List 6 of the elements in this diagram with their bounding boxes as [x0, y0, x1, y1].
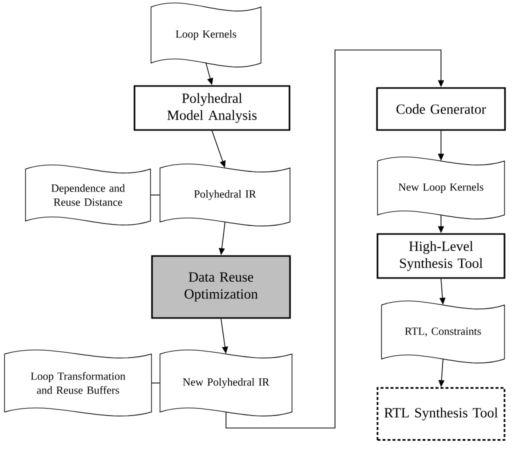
process-box: Code Generator: [376, 87, 506, 131]
process-box: Polyhedral Model Analysis: [134, 85, 290, 131]
arrow: [226, 50, 444, 428]
process-box: Data Reuse Optimization: [151, 255, 291, 319]
process-box: RTL Synthesis Tool: [376, 387, 506, 441]
process-box: High-Level Synthesis Tool: [376, 233, 506, 279]
